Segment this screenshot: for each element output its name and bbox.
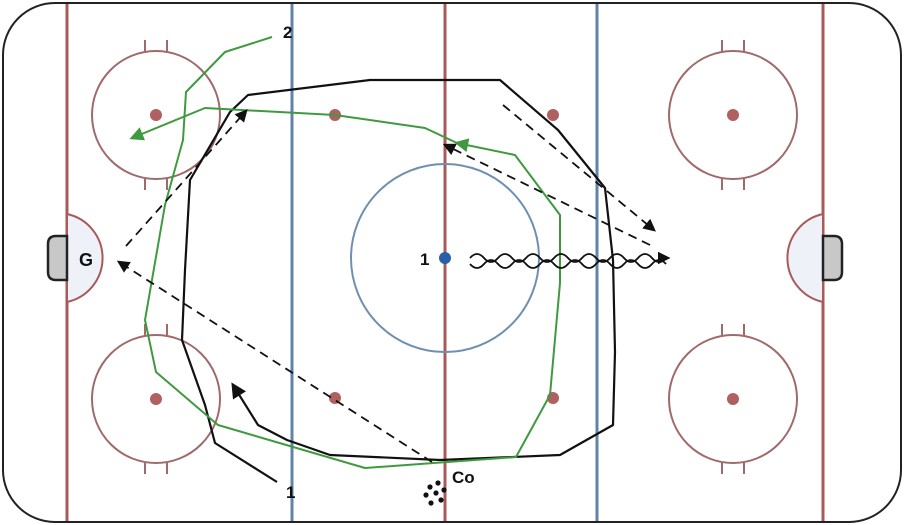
goal-crease-right <box>786 212 824 304</box>
player-1-start-label: 1 <box>286 483 295 502</box>
goalie-label: G <box>79 250 93 270</box>
player-2-start-label: 2 <box>283 23 292 42</box>
faceoff-dot-bottom-right <box>727 393 739 405</box>
skate-route-player-1 <box>180 78 617 483</box>
goal-net-right <box>821 234 844 282</box>
center-dot <box>439 252 451 264</box>
faceoff-dot-bottom-left <box>150 393 162 405</box>
skate-with-puck-wavy-2 <box>469 259 667 269</box>
pass-right-to-center-top <box>442 143 651 246</box>
faceoff-circle-top-right <box>668 40 798 190</box>
faceoff-dot-top-left <box>150 109 162 121</box>
faceoff-circle-top-left <box>91 40 221 190</box>
faceoff-circle-bottom-left <box>91 324 221 474</box>
pass-top-to-right <box>502 104 656 232</box>
neutral-dot-top-right <box>547 109 559 121</box>
pass-coach-to-goalie <box>116 260 433 463</box>
faceoff-circle-bottom-right <box>668 324 798 474</box>
puck-pile-icon <box>423 480 447 506</box>
skate-route-player-2 <box>144 36 561 469</box>
goal-net-left <box>46 234 69 282</box>
goal-crease-left <box>66 212 104 304</box>
pass-goalie-up <box>125 109 248 247</box>
skate-route-player-2-finish <box>129 107 458 144</box>
skate-with-puck-wavy <box>469 251 671 265</box>
player-1-center-label: 1 <box>420 250 429 269</box>
coach-label: Co <box>452 468 475 487</box>
faceoff-dot-top-right <box>727 109 739 121</box>
